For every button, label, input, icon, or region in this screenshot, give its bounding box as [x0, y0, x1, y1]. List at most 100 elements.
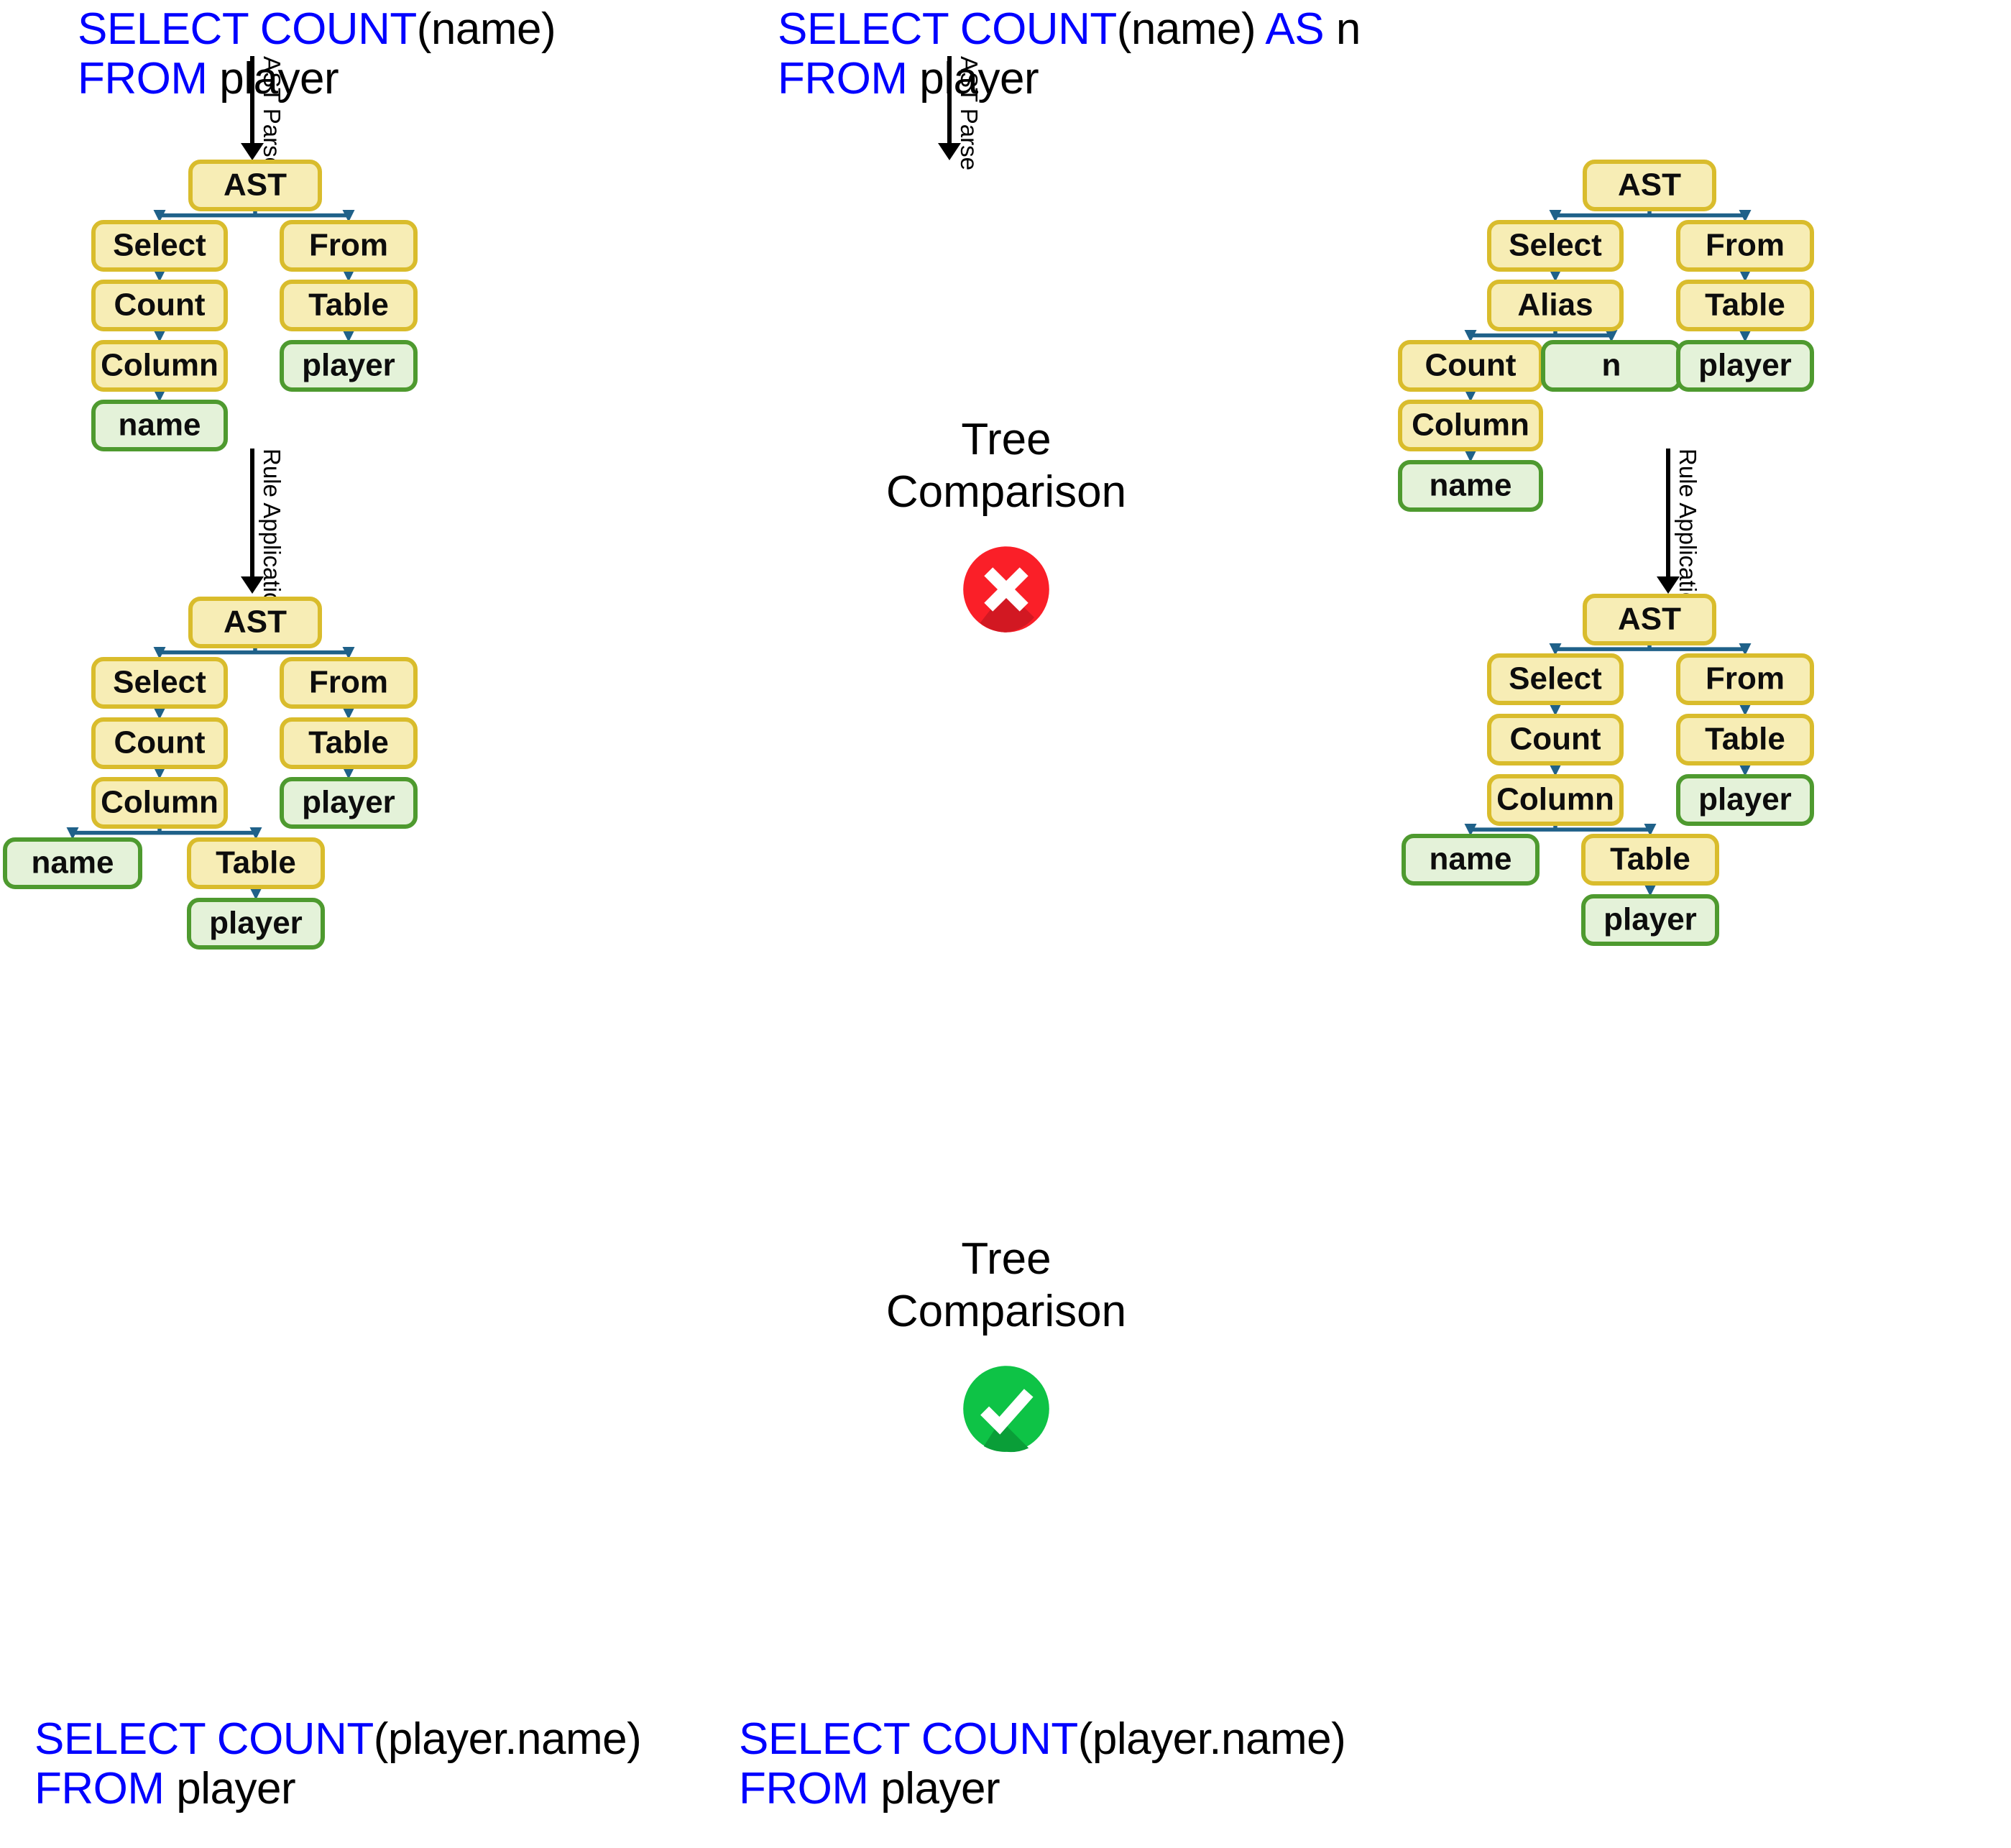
- tree-node-name[interactable]: name: [91, 400, 228, 451]
- green-check-icon: [960, 1362, 1053, 1456]
- sql-keyword: FROM: [78, 54, 208, 104]
- tree-node-from[interactable]: From: [1676, 220, 1814, 272]
- tree-node-label: Column: [1412, 408, 1529, 443]
- tree-node-table2[interactable]: Table: [1581, 834, 1719, 886]
- tree-node-label: Table: [1610, 842, 1690, 877]
- sql-keyword: FROM: [34, 1764, 165, 1814]
- tree-node-from[interactable]: From: [280, 657, 418, 709]
- comparison-title-line2: Comparison: [885, 467, 1127, 518]
- tree-node-label: Select: [1509, 661, 1602, 697]
- tree-node-label: Table: [1705, 288, 1785, 323]
- tree-node-column[interactable]: Column: [1398, 400, 1543, 451]
- right-ast-parse-arrow: AST Parse: [947, 56, 983, 170]
- tree-node-alias[interactable]: Alias: [1487, 280, 1624, 331]
- tree-node-label: AST: [224, 604, 287, 640]
- tree-node-label: Count: [114, 725, 205, 760]
- tree-node-label: player: [302, 785, 395, 820]
- tree-node-ast[interactable]: AST: [1583, 594, 1716, 645]
- tree-node-name[interactable]: name: [1398, 460, 1543, 512]
- tree-node-column[interactable]: Column: [91, 340, 228, 392]
- tree-node-ast[interactable]: AST: [188, 160, 322, 211]
- tree-node-name[interactable]: name: [3, 837, 142, 889]
- tree-node-label: Table: [308, 288, 389, 323]
- tree-node-label: Column: [1496, 782, 1614, 817]
- tree-node-label: player: [1603, 902, 1697, 937]
- tree-node-player[interactable]: player: [280, 340, 418, 392]
- tree-node-label: AST: [1618, 602, 1681, 637]
- tree-node-label: name: [1430, 468, 1512, 503]
- arrow-shaft-icon: [947, 56, 952, 144]
- tree-node-label: Column: [101, 348, 218, 383]
- tree-node-table1[interactable]: Table: [1676, 714, 1814, 766]
- tree-node-label: Count: [1425, 348, 1516, 383]
- tree-node-label: Select: [113, 665, 206, 700]
- sql-text: (name): [416, 4, 556, 54]
- red-x-icon: [960, 543, 1053, 636]
- tree-node-ast[interactable]: AST: [1583, 160, 1716, 211]
- sql-text: (player.name): [373, 1714, 642, 1764]
- tree-node-label: name: [1430, 842, 1512, 877]
- left-rule-application-arrow: Rule Application: [250, 449, 285, 619]
- tree-edges: [1464, 209, 1752, 462]
- tree-node-label: name: [119, 408, 201, 443]
- sql-text: (name): [1116, 4, 1256, 54]
- tree-node-name[interactable]: name: [1402, 834, 1540, 886]
- tree-node-ast[interactable]: AST: [188, 597, 322, 648]
- tree-node-select[interactable]: Select: [91, 220, 228, 272]
- tree-node-label: Table: [1705, 722, 1785, 757]
- sql-keyword: FROM: [778, 54, 908, 104]
- tree-node-player[interactable]: player: [1676, 340, 1814, 392]
- tree-node-select[interactable]: Select: [91, 657, 228, 709]
- tree-node-from[interactable]: From: [280, 220, 418, 272]
- sql-keyword: FROM: [739, 1764, 869, 1814]
- tree-node-label: player: [302, 348, 395, 383]
- sql-keyword: SELECT COUNT: [34, 1714, 374, 1764]
- sql-keyword: SELECT COUNT: [778, 4, 1117, 54]
- tree-node-count[interactable]: Count: [91, 280, 228, 331]
- tree-node-table1[interactable]: Table: [280, 717, 418, 769]
- tree-node-player2[interactable]: player: [1581, 894, 1719, 946]
- sql-text: player: [868, 1764, 1000, 1814]
- left-top-query: SELECT COUNT(name) FROM player: [78, 4, 556, 104]
- tree-node-select[interactable]: Select: [1487, 220, 1624, 272]
- sql-text: n: [1335, 4, 1361, 54]
- sql-keyword: AS: [1256, 4, 1336, 54]
- sql-text: player: [907, 54, 1039, 104]
- tree-edges: [66, 646, 355, 900]
- sql-text: player: [164, 1764, 296, 1814]
- tree-node-label: Column: [101, 785, 218, 820]
- right-top-query: SELECT COUNT(name) AS n FROM player: [778, 4, 1361, 104]
- tree-node-column[interactable]: Column: [1487, 774, 1624, 826]
- comparison-title-line2: Comparison: [885, 1287, 1127, 1337]
- tree-node-label: player: [1698, 348, 1792, 383]
- tree-node-player2[interactable]: player: [187, 898, 325, 950]
- tree-node-label: Count: [114, 288, 205, 323]
- tree-node-from[interactable]: From: [1676, 653, 1814, 705]
- tree-node-table2[interactable]: Table: [187, 837, 325, 889]
- comparison-title-line1: Tree: [961, 415, 1051, 464]
- tree-node-label: name: [32, 845, 114, 881]
- tree-node-select[interactable]: Select: [1487, 653, 1624, 705]
- arrow-shaft-icon: [250, 56, 254, 144]
- comparison-title-line1: Tree: [961, 1234, 1051, 1284]
- tree-node-column[interactable]: Column: [91, 777, 228, 829]
- tree-node-count[interactable]: Count: [1487, 714, 1624, 766]
- tree-node-label: Count: [1509, 722, 1601, 757]
- sql-text: player: [207, 54, 339, 104]
- tree-node-player1[interactable]: player: [1676, 774, 1814, 826]
- sql-keyword: SELECT COUNT: [739, 1714, 1078, 1764]
- tree-node-table[interactable]: Table: [1676, 280, 1814, 331]
- tree-node-label: Table: [216, 845, 296, 881]
- right-bottom-query: SELECT COUNT(player.name) FROM player: [739, 1714, 1346, 1814]
- tree-node-player1[interactable]: player: [280, 777, 418, 829]
- tree-node-label: From: [1706, 228, 1785, 263]
- tree-node-label: player: [1698, 782, 1792, 817]
- tree-node-label: AST: [1618, 167, 1681, 203]
- tree-node-count[interactable]: Count: [91, 717, 228, 769]
- tree-node-table[interactable]: Table: [280, 280, 418, 331]
- tree-node-label: Select: [113, 228, 206, 263]
